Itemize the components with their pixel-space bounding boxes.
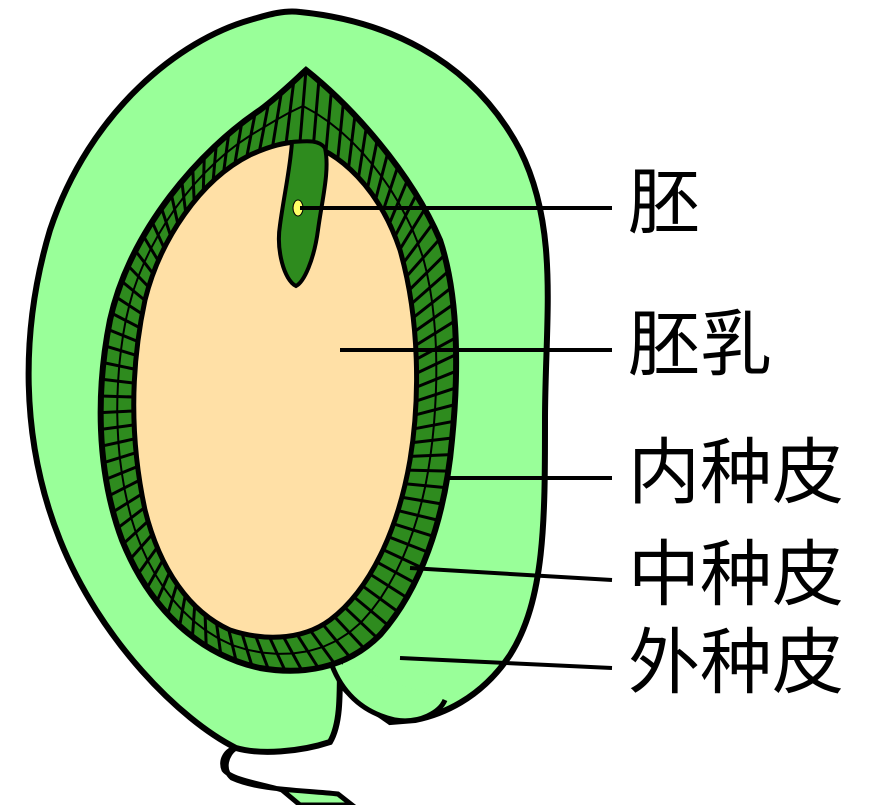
label-endosperm: 胚乳 <box>628 303 772 387</box>
label-embryo: 胚 <box>628 161 700 245</box>
outer-coat-fold <box>327 659 448 724</box>
label-outer-seed-coat: 外种皮 <box>628 621 844 705</box>
label-inner-seed-coat: 内种皮 <box>628 431 844 515</box>
cell-layer-divider <box>116 105 438 655</box>
endosperm <box>131 139 420 640</box>
leader-outer-coat <box>399 656 613 670</box>
leader-middle-coat <box>409 566 613 582</box>
seed-stalk <box>220 745 357 805</box>
inner-coat-cells <box>100 69 457 672</box>
embryo <box>277 139 329 289</box>
label-middle-seed-coat: 中种皮 <box>628 533 844 617</box>
